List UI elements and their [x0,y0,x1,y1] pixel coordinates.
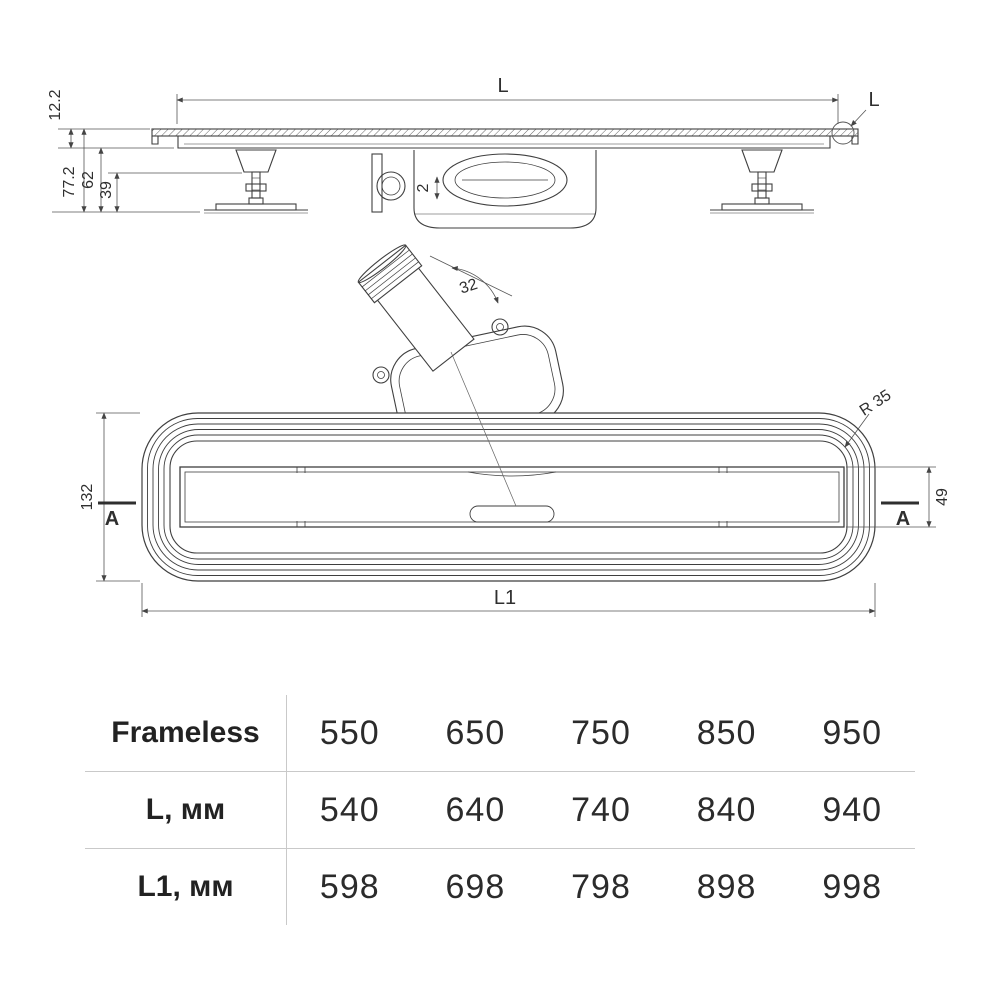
table-row: Frameless 550 650 750 850 950 [85,695,915,771]
row-label-l: L, мм [85,772,287,848]
outlet-opening [469,505,555,523]
table-cell: 650 [445,713,506,752]
right-foot [710,149,814,214]
table-cell: 740 [571,790,631,829]
trap-side [371,150,597,229]
table-cell: 550 [319,713,380,752]
technical-drawing: L L 12.2 77.2 62 39 2 [47,75,951,617]
table-row: L, мм 540 640 740 840 940 [85,771,915,848]
table-cell: 840 [696,790,757,829]
dimension-62: 62 [80,171,97,189]
table-row: L1, мм 598 698 798 898 998 [85,848,915,925]
table-cell: 640 [445,790,506,829]
left-foot [204,149,308,214]
table-cell: 950 [822,713,883,752]
table-cell: 598 [319,867,380,906]
outlet-pipe [357,244,475,372]
dimension-L1: L1 [494,587,516,609]
rotation-axis-line [450,351,517,507]
dimension-12-2: 12.2 [47,89,64,120]
table-cell: 798 [571,867,631,906]
dimension-77-2: 77.2 [61,166,78,197]
dimension-L: L [497,75,508,97]
table-cell: 998 [822,867,883,906]
plan-dimensions [96,412,936,617]
dimension-132: 132 [79,484,96,511]
plan-view [141,412,876,582]
side-dimensions [52,94,867,213]
channel-body [177,136,831,149]
channel-cover [151,128,859,137]
table-cell: 750 [571,713,631,752]
dimension-2: 2 [415,183,432,192]
row-label-frameless: Frameless [85,695,287,771]
detail-label-L: L [868,89,879,111]
dimension-49: 49 [934,488,951,506]
table-cell: 698 [445,867,506,906]
table-cell: 940 [822,790,883,829]
grate [179,466,845,528]
angle-dimension [429,255,513,304]
row-label-l1: L1, мм [85,849,287,925]
size-table: Frameless 550 650 750 850 950 L, мм 540 … [85,695,915,925]
section-marker-a-right: A [896,508,910,530]
table-cell: 898 [696,867,757,906]
dimension-R35: R 35 [857,387,895,420]
dimension-39: 39 [98,181,115,199]
section-marker-a-left: A [105,508,119,530]
side-view [151,128,859,229]
table-cell: 850 [696,713,757,752]
dimension-32: 32 [458,276,480,298]
table-cell: 540 [319,790,380,829]
